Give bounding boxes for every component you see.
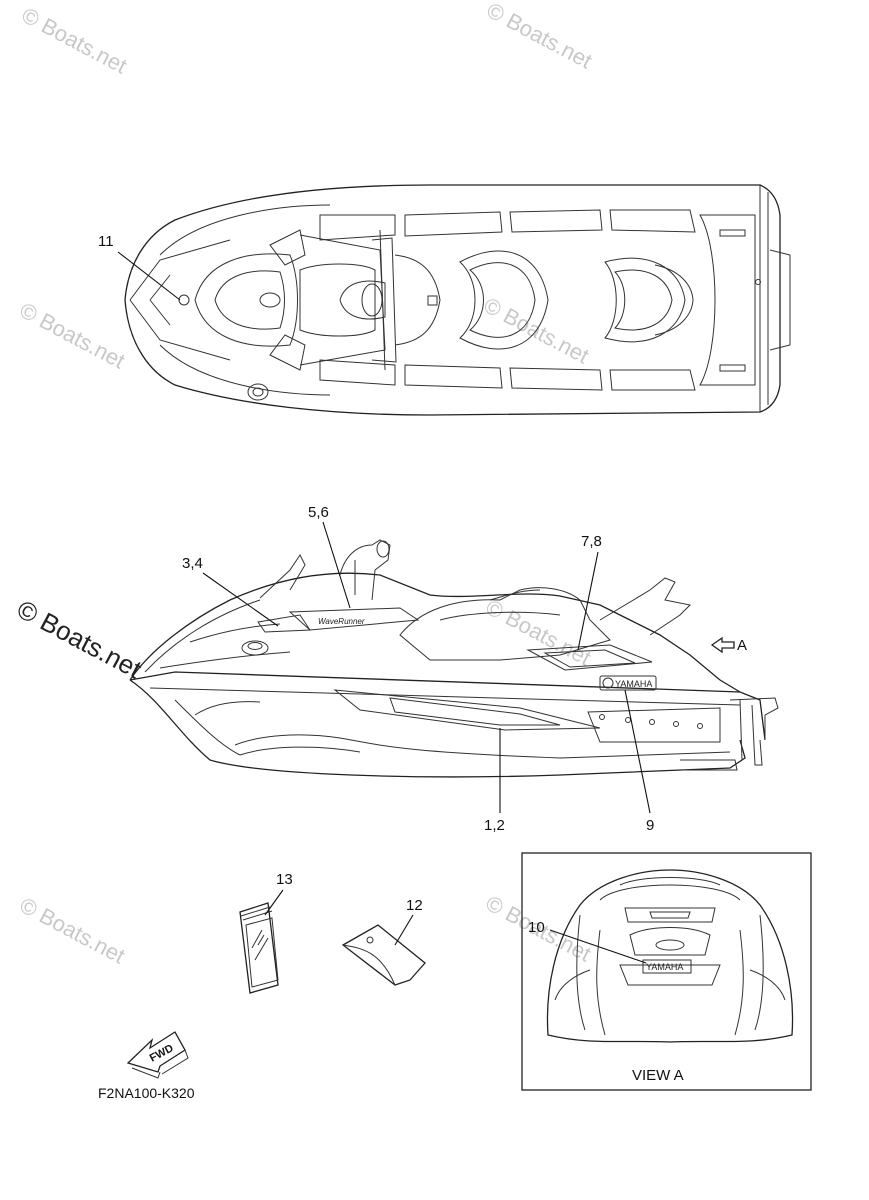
side-view-craft: WaveRunner YAMAHA bbox=[129, 539, 779, 778]
watermark-layer: © Boats.net © Boats.net © Boats.net © Bo… bbox=[12, 0, 596, 969]
callout-label-11: 11 bbox=[98, 233, 114, 250]
yamaha-rear-decal-text: YAMAHA bbox=[646, 962, 683, 972]
callout-label-1-2: 1,2 bbox=[484, 817, 505, 834]
callout-3-4: 3,4 bbox=[182, 555, 279, 627]
part-13-pouch: 13 bbox=[239, 871, 293, 994]
fwd-arrow-icon: FWD bbox=[126, 1031, 189, 1079]
part-code: F2NA100-K320 bbox=[98, 1085, 195, 1101]
watermark: © Boats.net bbox=[482, 594, 596, 670]
callout-label-13: 13 bbox=[276, 871, 293, 888]
fwd-arrow-label: FWD bbox=[148, 1042, 176, 1064]
yamaha-side-decal-text: YAMAHA bbox=[615, 679, 652, 689]
watermark: © Boats.net bbox=[16, 297, 130, 373]
waverunner-decal-text: WaveRunner bbox=[318, 617, 365, 626]
callout-9: 9 bbox=[624, 689, 654, 834]
watermark: © Boats.net bbox=[18, 2, 132, 78]
callout-label-3-4: 3,4 bbox=[182, 555, 203, 572]
part-12-bag: 12 bbox=[341, 897, 426, 986]
view-a-inset: YAMAHA 10 VIEW A bbox=[521, 852, 812, 1091]
watermark: © Boats.net bbox=[16, 892, 130, 968]
callout-label-9: 9 bbox=[646, 817, 654, 834]
main-watermark: © Boats.net bbox=[12, 594, 147, 685]
callout-label-5-6: 5,6 bbox=[308, 504, 329, 521]
view-a-arrow: A bbox=[710, 636, 747, 654]
callout-1-2: 1,2 bbox=[484, 728, 505, 834]
callout-11: 11 bbox=[98, 233, 181, 301]
callout-7-8: 7,8 bbox=[577, 533, 602, 651]
view-a-label: VIEW A bbox=[632, 1067, 684, 1084]
top-view-craft bbox=[124, 184, 791, 416]
callout-label-12: 12 bbox=[406, 897, 423, 914]
watermark: © Boats.net bbox=[483, 0, 597, 74]
callout-5-6: 5,6 bbox=[308, 504, 351, 609]
callout-label-7-8: 7,8 bbox=[581, 533, 602, 550]
callout-label-10: 10 bbox=[528, 919, 545, 936]
view-a-arrow-label: A bbox=[737, 637, 747, 654]
